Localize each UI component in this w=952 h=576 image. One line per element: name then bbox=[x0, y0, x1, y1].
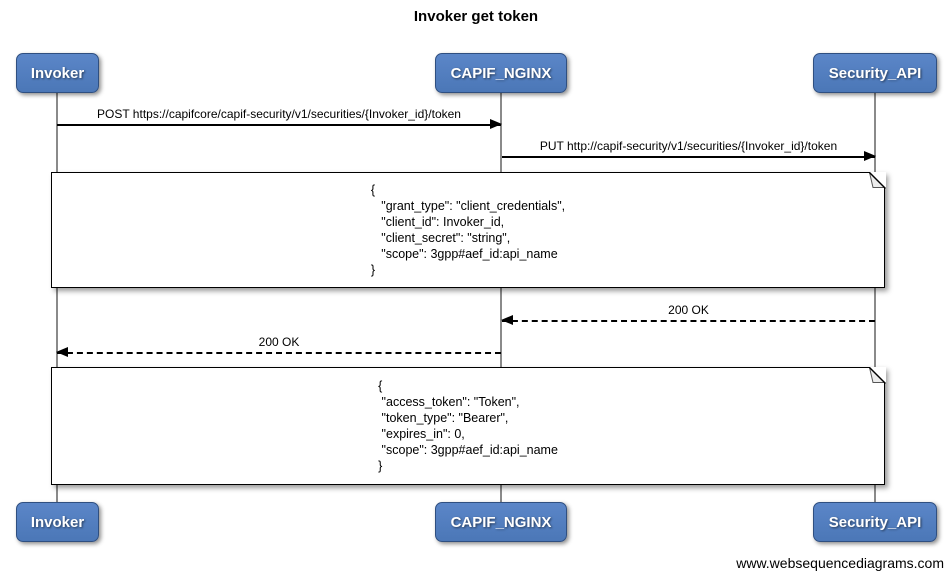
lifeline-capif-nginx bbox=[500, 93, 502, 502]
note-token-response-body: { "access_token": "Token", "token_type":… bbox=[51, 366, 886, 485]
message-label: PUT http://capif-security/v1/securities/… bbox=[539, 139, 838, 153]
message-line bbox=[502, 151, 876, 161]
note-fold-icon bbox=[868, 171, 886, 189]
lifeline-invoker bbox=[56, 93, 58, 502]
actor-box-invoker-top: Invoker bbox=[16, 53, 99, 93]
note-text: { "grant_type": "client_credentials", "c… bbox=[370, 183, 566, 277]
message-200-ok-to-capif: 200 OK bbox=[501, 303, 875, 325]
message-200-ok-to-invoker: 200 OK bbox=[56, 335, 501, 357]
message-label: 200 OK bbox=[258, 335, 300, 349]
lifeline-security-api bbox=[874, 93, 876, 502]
message-line bbox=[501, 315, 875, 325]
actor-box-invoker-bottom: Invoker bbox=[16, 502, 99, 542]
message-line bbox=[56, 347, 501, 357]
message-label: POST https://capifcore/capif-security/v1… bbox=[97, 107, 461, 121]
actor-box-security-api-top: Security_API bbox=[813, 53, 937, 93]
arrowhead-left-icon bbox=[501, 315, 513, 325]
message-put-securities-token: PUT http://capif-security/v1/securities/… bbox=[502, 139, 876, 161]
diagram-title: Invoker get token bbox=[413, 8, 539, 25]
note-fold-icon bbox=[868, 366, 886, 384]
arrowhead-left-icon bbox=[56, 347, 68, 357]
note-text: { "access_token": "Token", "token_type":… bbox=[378, 379, 558, 473]
actor-box-security-api-bottom: Security_API bbox=[813, 502, 937, 542]
message-line bbox=[57, 119, 502, 129]
actor-box-capif-nginx-top: CAPIF_NGINX bbox=[435, 53, 567, 93]
arrowhead-right-icon bbox=[490, 119, 502, 129]
note-token-request-body: { "grant_type": "client_credentials", "c… bbox=[51, 171, 886, 288]
arrowhead-right-icon bbox=[864, 151, 876, 161]
message-label: 200 OK bbox=[668, 303, 709, 317]
footer-watermark: www.websequencediagrams.com bbox=[736, 555, 944, 571]
message-post-securities-token: POST https://capifcore/capif-security/v1… bbox=[57, 107, 502, 129]
actor-box-capif-nginx-bottom: CAPIF_NGINX bbox=[435, 502, 567, 542]
